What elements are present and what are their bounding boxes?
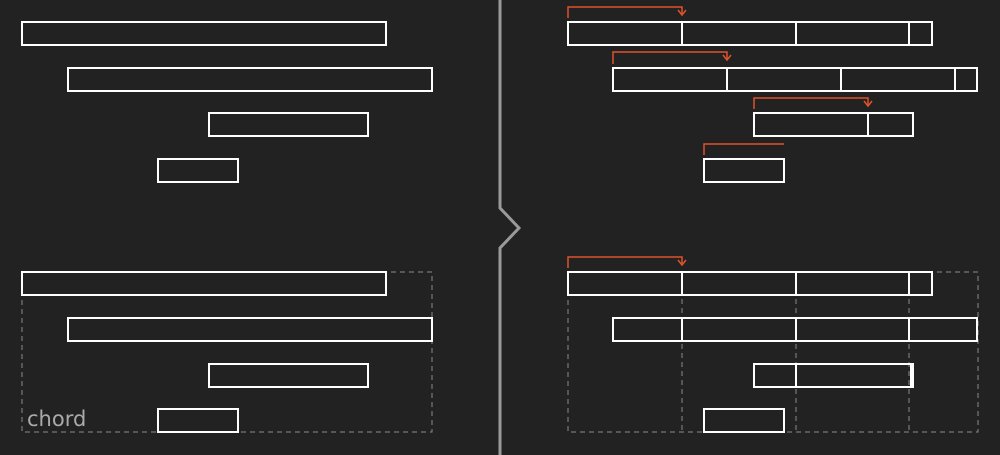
period-arrow (753, 97, 869, 109)
note-bar (208, 363, 369, 388)
note-bar (703, 158, 785, 183)
note-bar (703, 408, 785, 433)
note-bar (208, 112, 369, 137)
note-bar (157, 408, 239, 433)
right-bottom-notes (567, 271, 978, 433)
note-bar (67, 317, 433, 342)
period-arrow (567, 6, 683, 18)
period-arrows-top (567, 6, 873, 155)
arrow-head (677, 259, 687, 267)
center-divider (498, 0, 522, 455)
note-bar (753, 112, 914, 137)
note-bar (67, 67, 433, 92)
note-bar (753, 363, 914, 388)
period-arrow (612, 51, 728, 64)
note-bar (21, 271, 387, 296)
note-bar (567, 21, 933, 46)
period-arrows-bottom (567, 256, 687, 268)
arrow-head (677, 9, 687, 17)
note-bar (157, 158, 239, 183)
period-arrow (703, 143, 784, 155)
period-arrow (567, 256, 683, 268)
chord-label: chord (27, 407, 86, 431)
arrow-head (863, 100, 873, 108)
right-top-notes (567, 21, 978, 183)
note-bar (567, 271, 933, 296)
left-bottom-notes (21, 271, 433, 433)
left-top-notes (21, 21, 433, 183)
arrow-head (722, 54, 732, 62)
note-bar (612, 67, 978, 92)
note-bar (21, 21, 387, 46)
